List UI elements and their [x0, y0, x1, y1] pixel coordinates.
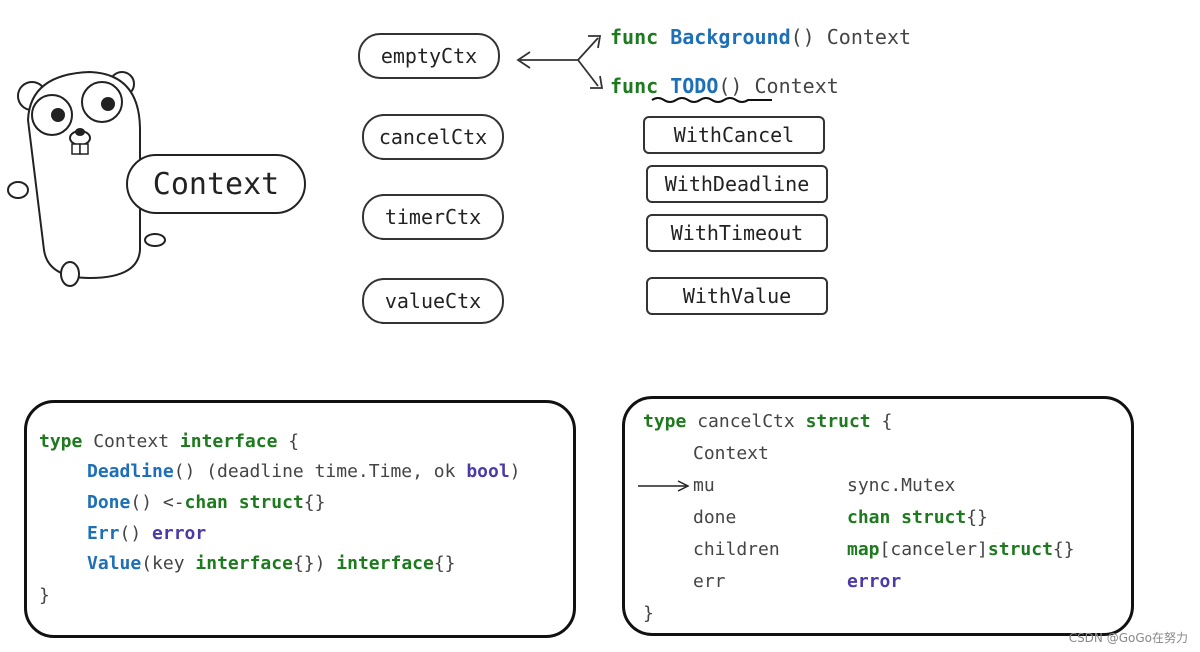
- func-background: func Background() Context: [610, 25, 911, 49]
- with-value-box: WithValue: [646, 277, 828, 315]
- struct-code-box: type cancelCtx struct { Context mu sync.…: [622, 396, 1134, 636]
- func-signature: () Context: [790, 25, 912, 49]
- context-bubble-label: Context: [152, 166, 280, 202]
- struct-line-1: type cancelCtx struct {: [643, 411, 893, 432]
- func-name: Background: [670, 25, 791, 49]
- code-line-4: Err() error: [87, 523, 207, 544]
- func-todo: func TODO() Context: [610, 74, 839, 98]
- code-line-1: type Context interface {: [39, 431, 300, 452]
- ctx-pill-cancel: cancelCtx: [362, 114, 504, 160]
- func-name: TODO: [670, 74, 719, 98]
- with-func-label: WithCancel: [673, 123, 795, 147]
- with-cancel-box: WithCancel: [643, 116, 825, 154]
- code-line-3: Done() <-chan struct{}: [87, 492, 326, 513]
- field-name: mu: [693, 475, 715, 496]
- ctx-pill-label: emptyCtx: [380, 44, 478, 68]
- code-line-5: Value(key interface{}) interface{}: [87, 553, 456, 574]
- struct-embedded: Context: [693, 443, 769, 464]
- ctx-pill-label: timerCtx: [384, 205, 482, 229]
- with-func-label: WithTimeout: [670, 221, 804, 245]
- interface-code-box: type Context interface { Deadline() (dea…: [24, 400, 576, 638]
- struct-end: }: [643, 603, 654, 624]
- func-signature: () Context: [718, 74, 839, 98]
- with-func-label: WithDeadline: [664, 172, 810, 196]
- gopher-mascot: [7, 70, 166, 287]
- watermark: CSDN @GoGo在努力: [1068, 631, 1188, 645]
- ctx-pill-label: valueCtx: [384, 289, 482, 313]
- field-type: error: [847, 571, 902, 592]
- field-type: sync.Mutex: [847, 475, 956, 496]
- ctx-pill-value: valueCtx: [362, 278, 504, 324]
- ctx-pill-timer: timerCtx: [362, 194, 504, 240]
- context-bubble: Context: [126, 154, 306, 214]
- ctx-pill-label: cancelCtx: [378, 125, 488, 149]
- func-keyword: func: [610, 25, 659, 49]
- ctx-pill-empty: emptyCtx: [358, 33, 500, 79]
- code-line-2: Deadline() (deadline time.Time, ok bool): [87, 461, 521, 482]
- code-line-6: }: [39, 585, 50, 606]
- with-deadline-box: WithDeadline: [646, 165, 828, 203]
- field-name: children: [693, 539, 780, 560]
- fork-arrow: [516, 35, 604, 89]
- func-keyword: func: [610, 74, 659, 98]
- field-type: map[canceler]struct{}: [847, 539, 1075, 560]
- pointer-arrow-icon: [638, 480, 690, 492]
- field-name: err: [693, 571, 726, 592]
- field-name: done: [693, 507, 737, 528]
- with-timeout-box: WithTimeout: [646, 214, 828, 252]
- squiggle-underline: [651, 97, 772, 103]
- field-type: chan struct{}: [847, 507, 988, 528]
- with-func-label: WithValue: [682, 284, 792, 308]
